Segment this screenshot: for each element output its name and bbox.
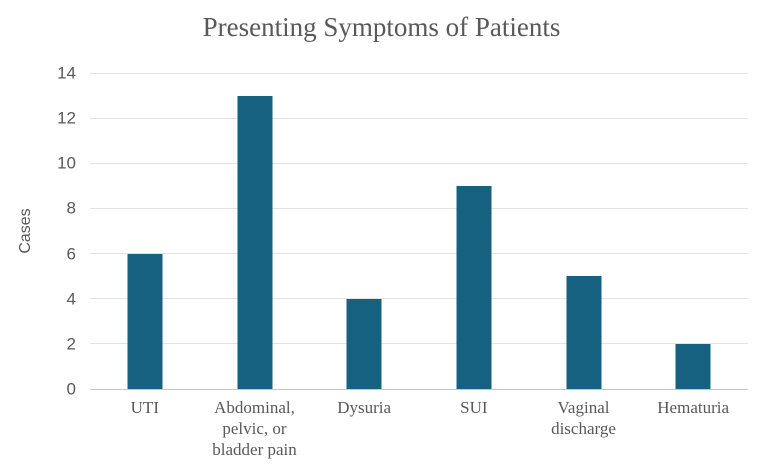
y-tick-label: 2 bbox=[66, 334, 76, 354]
bar bbox=[346, 298, 382, 389]
x-category-label: Hematuria bbox=[657, 398, 730, 417]
gridline bbox=[90, 207, 748, 209]
plot-area bbox=[90, 72, 748, 390]
y-tick-label: 14 bbox=[57, 63, 76, 83]
bar bbox=[675, 343, 711, 389]
gridline bbox=[90, 298, 748, 300]
gridline bbox=[90, 72, 748, 74]
bar bbox=[127, 253, 163, 389]
y-tick-label: 4 bbox=[66, 289, 76, 309]
x-axis-line bbox=[90, 388, 748, 390]
x-axis-labels: UTI Abdominal, pelvic, or bladder pain Dys… bbox=[90, 397, 748, 467]
y-tick-label: 0 bbox=[66, 379, 76, 399]
y-axis-ticks: 0 2 4 6 8 10 12 14 bbox=[0, 65, 76, 398]
bar bbox=[566, 276, 601, 389]
y-tick-label: 12 bbox=[57, 108, 76, 128]
gridline bbox=[90, 162, 748, 164]
x-category-label: UTI bbox=[130, 398, 159, 417]
bar bbox=[237, 95, 272, 389]
bar bbox=[456, 185, 492, 389]
chart-title: Presenting Symptoms of Patients bbox=[202, 12, 561, 42]
x-category-label: Vaginal discharge bbox=[551, 398, 616, 438]
y-tick-label: 10 bbox=[57, 153, 76, 173]
x-category-label: Dysuria bbox=[337, 398, 392, 417]
gridline bbox=[90, 343, 748, 345]
gridline bbox=[90, 253, 748, 255]
x-category-label: SUI bbox=[460, 398, 488, 417]
y-tick-label: 6 bbox=[66, 244, 76, 264]
y-tick-label: 8 bbox=[66, 198, 76, 218]
x-category-label: Abdominal, pelvic, or bladder pain bbox=[212, 398, 297, 459]
gridline bbox=[90, 117, 748, 119]
